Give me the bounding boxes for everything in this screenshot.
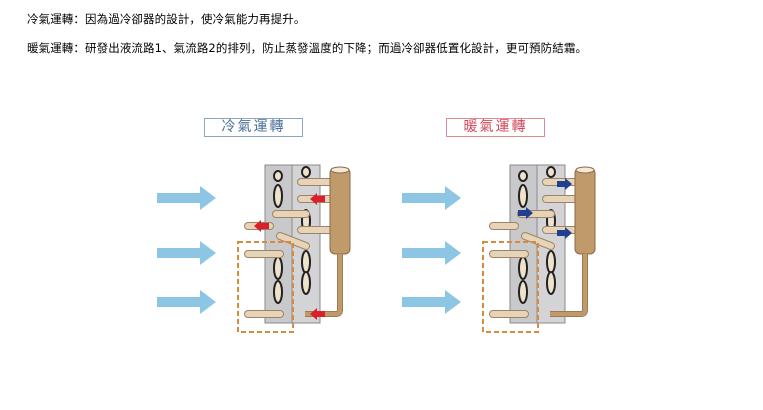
refrigerant-flow-arrow-icon — [518, 207, 533, 219]
heating-description-separator: ： — [73, 41, 86, 55]
return-pipe — [550, 254, 587, 316]
header-pipe-top — [330, 166, 350, 174]
airflow-arrow-icon — [402, 186, 461, 210]
refrigerant-flow-arrow-icon — [557, 227, 572, 239]
tube-hole — [546, 250, 556, 274]
airflow-arrow-icon — [402, 290, 461, 314]
heating-description-label: 暖氣運轉 — [27, 41, 74, 55]
refrigerant-flow-arrow-icon — [557, 178, 572, 190]
heating-description-text: 研發出液流路1、氣流路2的排列，防止蒸發溫度的下降；而過冷卻器低置化設計，更可預… — [85, 41, 588, 55]
header-pipe — [574, 167, 596, 255]
tube-hole — [273, 280, 283, 304]
airflow-arrow-icon — [157, 241, 216, 265]
tube-hole — [546, 271, 556, 295]
tube-hole — [518, 184, 528, 208]
tube-hole — [301, 271, 311, 295]
refrigerant-flow-arrow-icon — [310, 193, 325, 205]
cooling-description-label: 冷氣運轉 — [27, 12, 74, 26]
cooling-description: 冷氣運轉：因為過冷卻器的設計，使冷氣能力再提升。 — [27, 12, 305, 26]
cooling-description-separator: ： — [73, 12, 86, 26]
tube-hole — [301, 166, 311, 178]
tube-hole — [518, 280, 528, 304]
subcooler-outline — [237, 241, 294, 333]
tube-hole — [273, 184, 283, 208]
airflow-arrow-icon — [402, 241, 461, 265]
subcooler-outline — [482, 241, 539, 333]
refrigerant-flow-arrow-icon — [310, 308, 325, 320]
cooling-description-text: 因為過冷卻器的設計，使冷氣能力再提升。 — [85, 12, 306, 26]
return-pipe — [305, 254, 342, 316]
tube-hole — [546, 166, 556, 178]
tube — [277, 233, 309, 249]
airflow-arrow-icon — [157, 290, 216, 314]
tube-hole — [518, 170, 528, 182]
header-pipe-top — [575, 166, 595, 174]
tube — [522, 233, 554, 249]
airflow-arrow-icon — [157, 186, 216, 210]
tube-hole — [518, 256, 528, 280]
tube-hole — [273, 170, 283, 182]
refrigerant-flow-arrow-icon — [254, 220, 269, 232]
heating-mode-label: 暖氣運轉 — [446, 118, 545, 137]
heating-description: 暖氣運轉：研發出液流路1、氣流路2的排列，防止蒸發溫度的下降；而過冷卻器低置化設… — [27, 41, 587, 55]
cooling-mode-label: 冷氣運轉 — [204, 118, 303, 137]
